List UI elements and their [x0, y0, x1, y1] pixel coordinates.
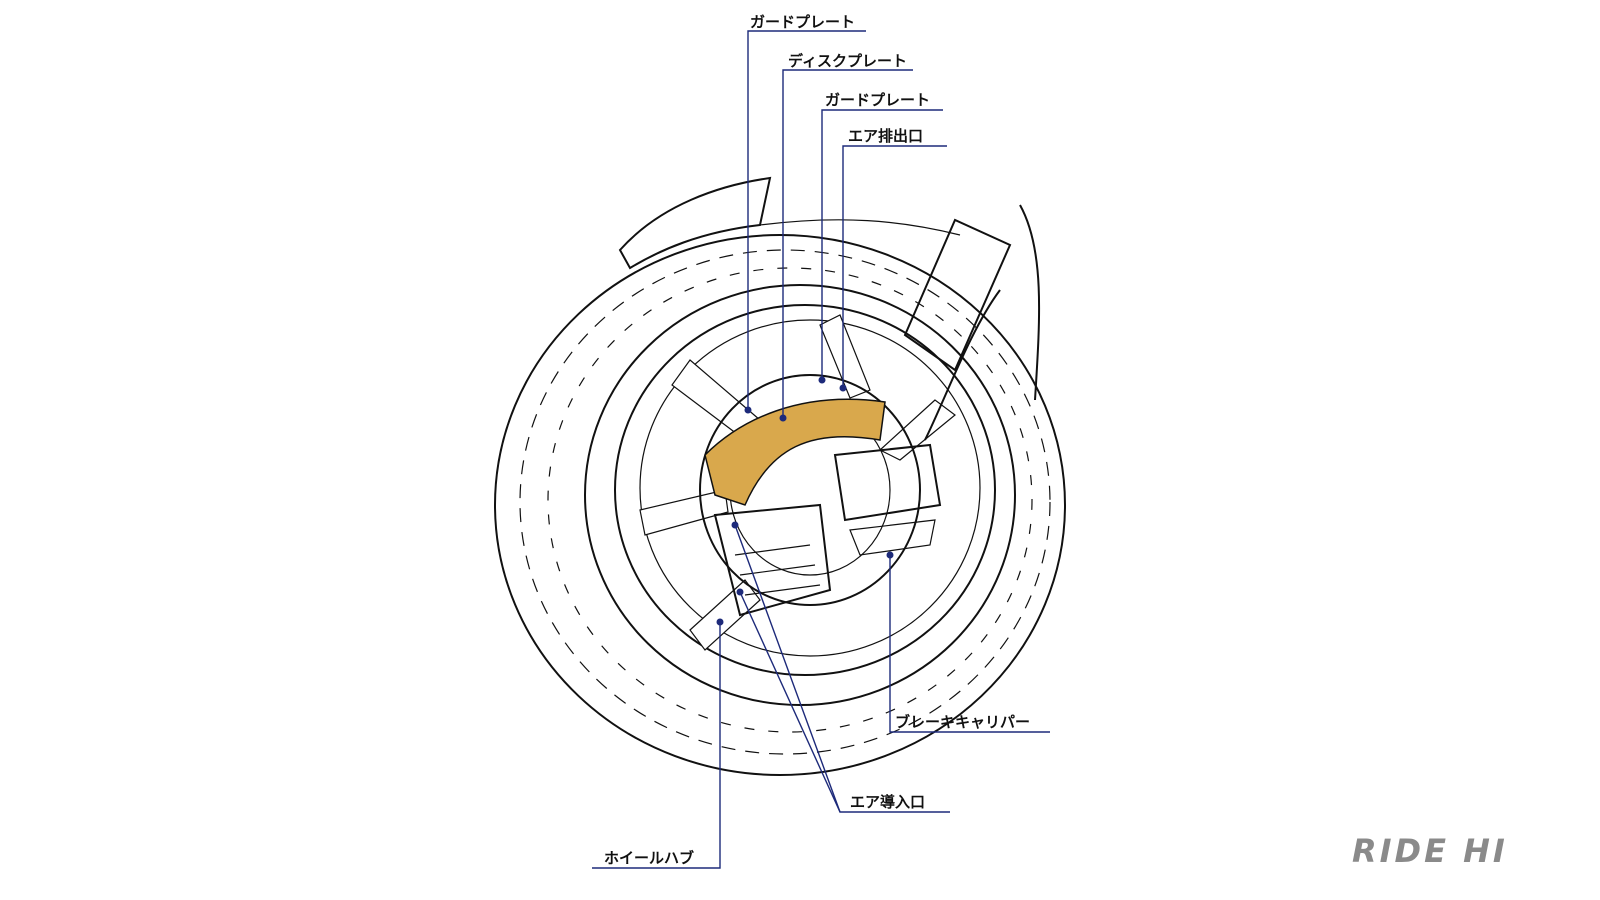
air-inlet-housing	[713, 503, 832, 617]
brake-hose	[924, 289, 1001, 441]
highlighted-guard-plate	[704, 398, 886, 506]
caliper	[833, 443, 942, 522]
label-guard-plate-top: ガードプレート	[750, 13, 855, 31]
brake-disc	[699, 374, 921, 606]
fender	[618, 176, 772, 270]
rim-inner	[639, 319, 981, 657]
ride-hi-logo: RIDE HI	[1352, 832, 1508, 870]
rim-outer	[614, 304, 996, 676]
wheel-illustration	[494, 176, 1066, 776]
label-brake-caliper: ブレーキキャリパー	[895, 713, 1030, 731]
front-fork	[903, 218, 1012, 372]
label-air-inlet: エア導入口	[850, 793, 925, 811]
leader-lines	[592, 30, 1050, 869]
tire-outer	[494, 234, 1066, 776]
tire-inner	[584, 284, 1016, 706]
label-guard-plate-second: ガードプレート	[825, 91, 930, 109]
label-wheel-hub: ホイールハブ	[604, 849, 694, 867]
label-disc-plate: ディスクプレート	[788, 52, 907, 70]
label-air-outlet: エア排出口	[848, 127, 923, 145]
